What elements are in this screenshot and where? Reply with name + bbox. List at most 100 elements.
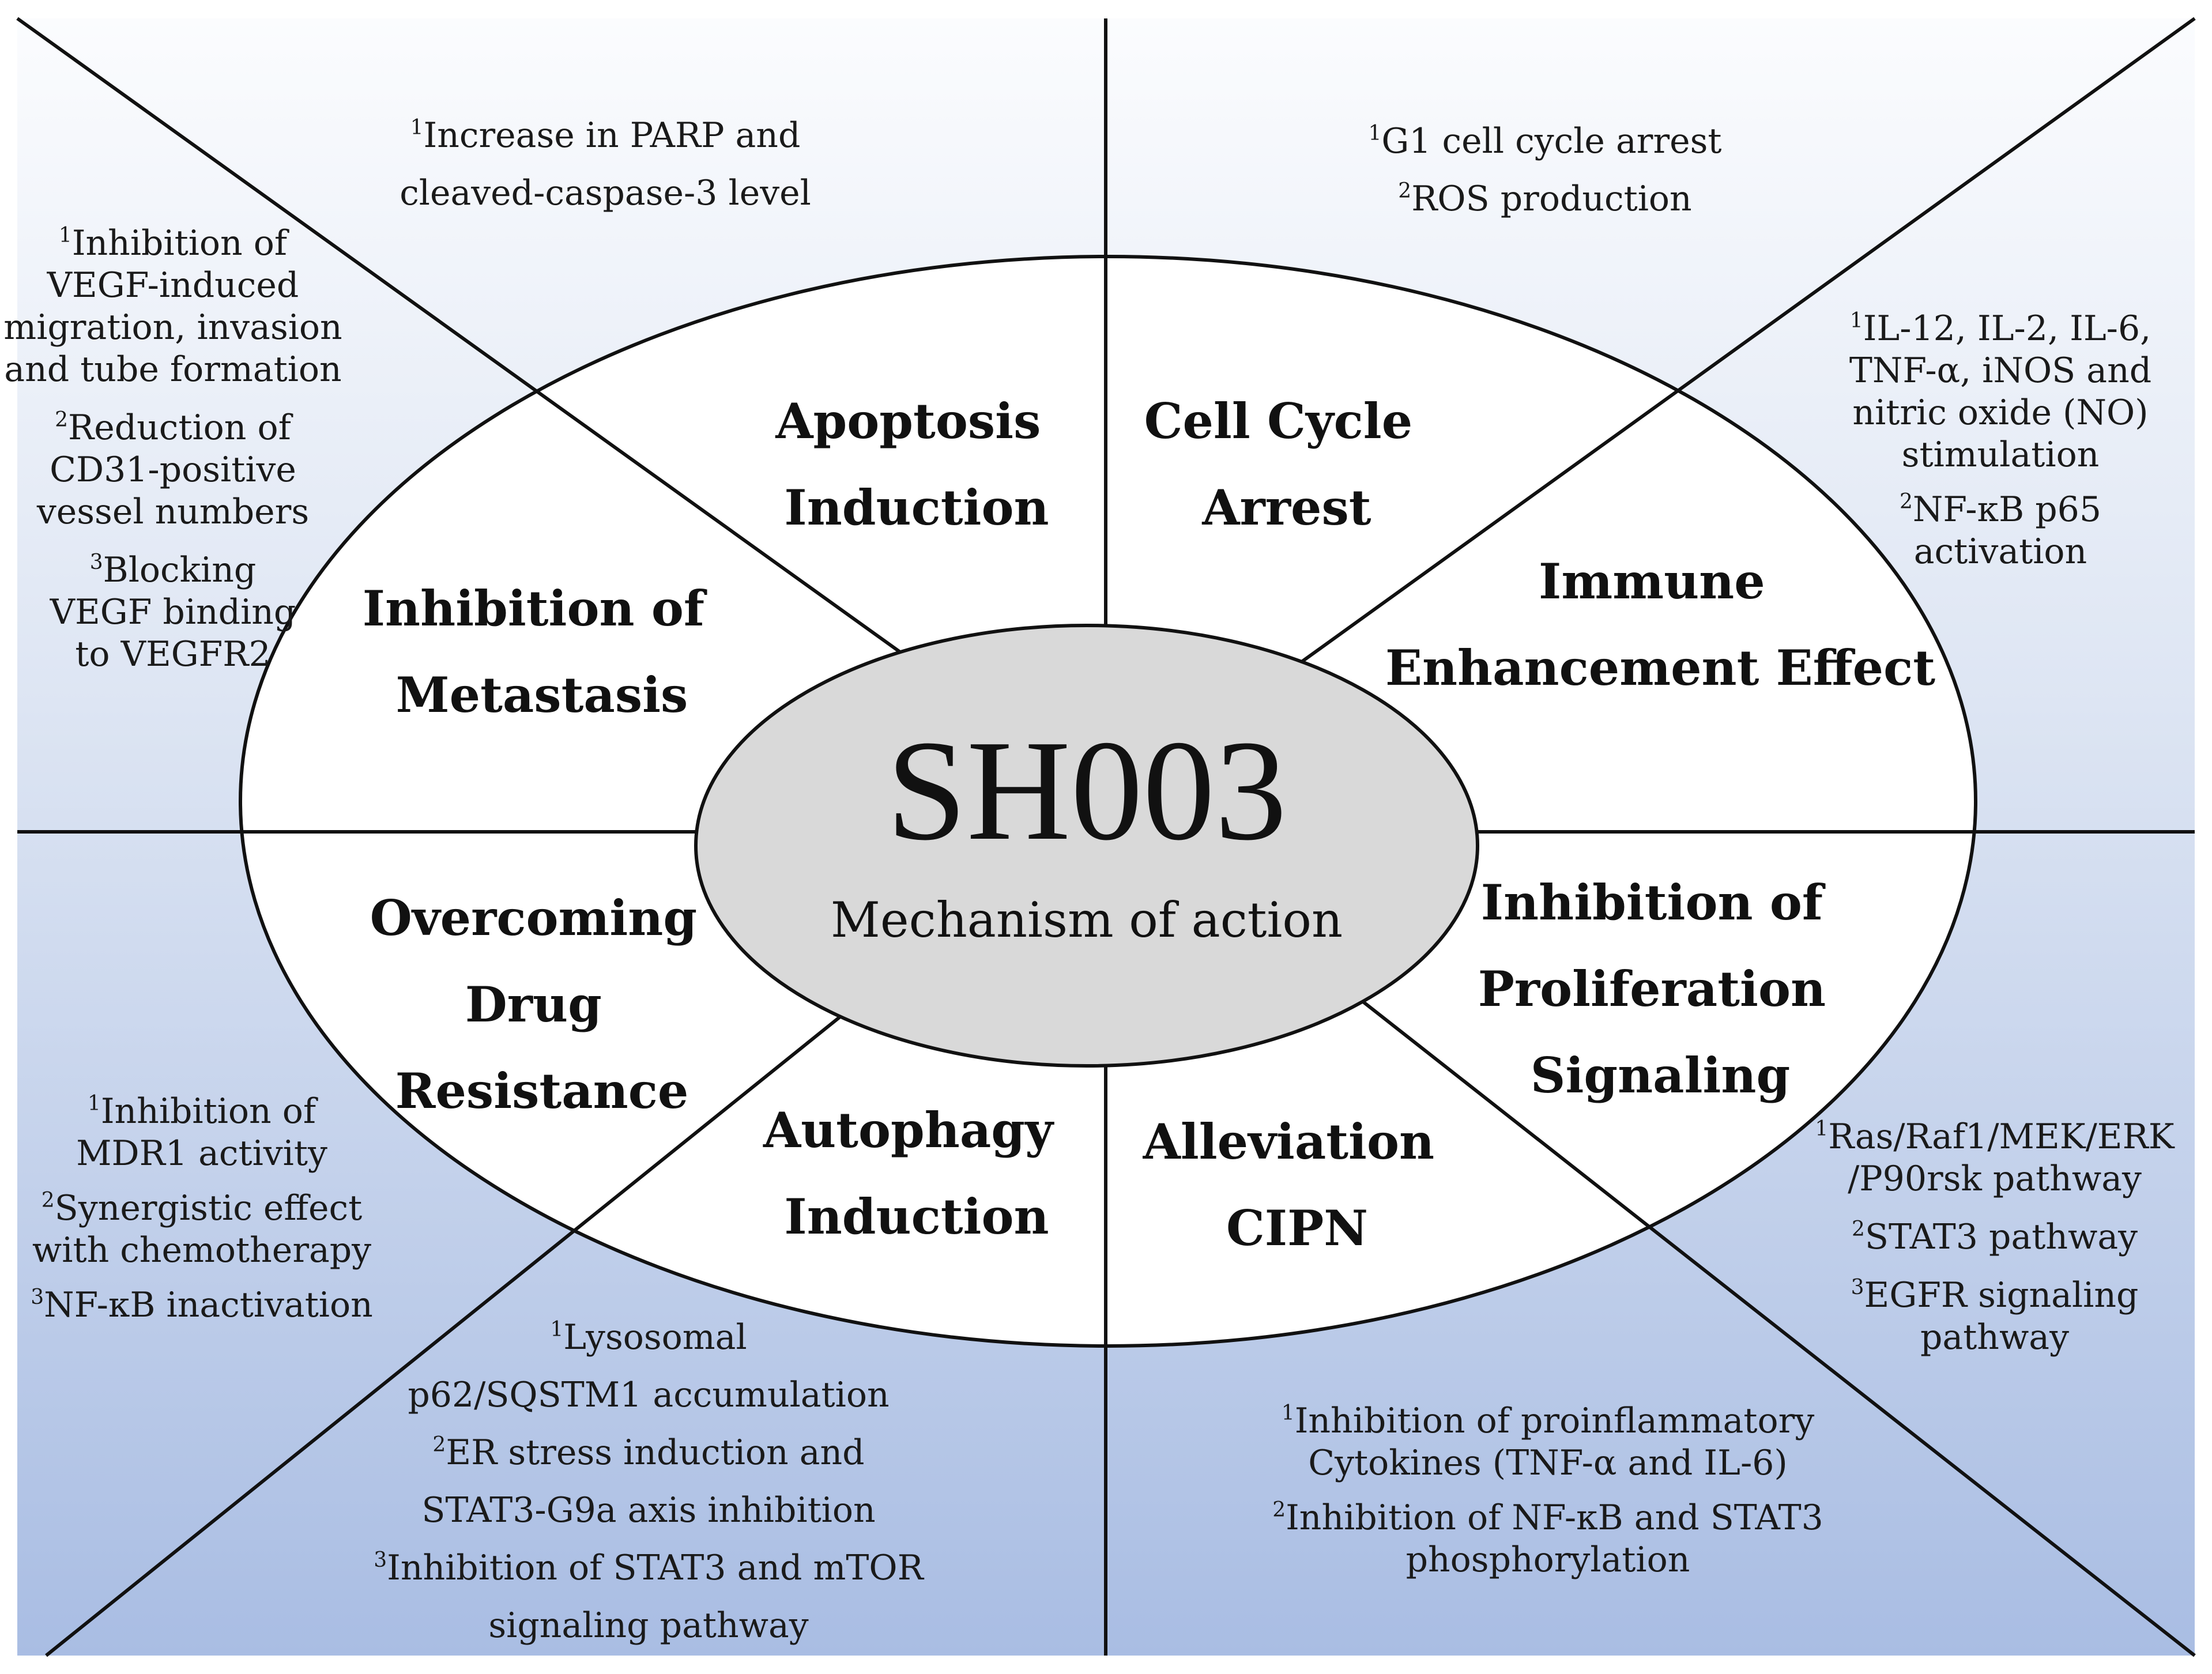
category-proliferation: Inhibition of Proliferation Signaling [1478,874,1843,1104]
note-text: Inhibition of proinflammatory [1295,1401,1815,1441]
note-text: ROS production [1411,179,1691,219]
category-cell-cycle: Cell Cycle Arrest [1144,393,1430,536]
note-line: 1G1 cell cycle arrest [1368,121,1721,161]
note-line: VEGF binding [50,592,296,632]
note-text: Inhibition of STAT3 and mTOR [387,1548,924,1588]
note-line: to VEGFR2 [75,634,270,674]
note-line: and tube formation [4,349,341,390]
note-line: /P90rsk pathway [1848,1159,2142,1199]
note-text: G1 cell cycle arrest [1381,121,1721,161]
category-drug-resistance: Overcoming Drug Resistance [370,889,714,1119]
note-line: 3NF-κB inactivation [31,1285,373,1325]
note-text: NF-κB p65 [1913,489,2101,530]
footnote-number: 1 [550,1318,563,1341]
note-text: EGFR signaling [1864,1275,2139,1315]
note-line: 2STAT3 pathway [1852,1217,2138,1257]
note-text: Reduction of [68,408,293,448]
note-line: 2Synergistic effect [42,1188,362,1228]
note-proliferation: 1Ras/Raf1/MEK/ERK/P90rsk pathway 2STAT3 p… [1815,1117,2175,1358]
note-line: 1Inhibition of [88,1091,318,1132]
note-text: Inhibition of [72,223,289,263]
note-text: Inhibition of [101,1091,318,1132]
note-line: nitric oxide (NO) [1852,393,2148,433]
note-line: 3Inhibition of STAT3 and mTOR [374,1548,924,1588]
footnote-number: 1 [1368,122,1381,145]
footnote-number: 2 [1900,490,1913,514]
note-line: CD31-positive [50,450,296,490]
footnote-number: 3 [1851,1276,1864,1299]
note-line: phosphorylation [1406,1540,1690,1580]
category-apoptosis: Apoptosis Induction [775,393,1057,536]
center-ellipse [694,624,1479,1068]
footnote-number: 1 [1850,309,1863,333]
note-line: p62/SQSTM1 accumulation [408,1375,889,1415]
note-line: 3Blocking [90,550,257,590]
footnote-number: 2 [1398,179,1411,203]
note-line: signaling pathway [488,1605,808,1646]
footnote-number: 1 [410,116,424,140]
category-cipn: Alleviation CIPN [1143,1113,1452,1257]
note-line: 1Inhibition of [59,223,289,263]
center-subtitle: Mechanism of action [831,892,1343,948]
note-text: Ras/Raf1/MEK/ERK [1828,1117,2175,1157]
note-line: 1IL-12, IL-2, IL-6, [1850,308,2151,349]
note-line: VEGF-induced [47,265,299,306]
footnote-number: 1 [59,224,72,247]
note-line: 2Reduction of [55,408,293,448]
note-cell-cycle: 1G1 cell cycle arrest 2ROS production [1368,121,1721,219]
note-line: Cytokines (TNF-α and IL-6) [1308,1443,1788,1483]
footnote-number: 2 [1852,1217,1865,1241]
note-line: 1Lysosomal [550,1317,747,1358]
note-text: Blocking [103,550,257,590]
note-line: 3EGFR signaling [1851,1275,2139,1315]
note-line: 1Inhibition of proinflammatory [1282,1401,1815,1441]
note-apoptosis: 1Increase in PARP and cleaved-caspase-3 l… [400,115,811,213]
note-line: 2ROS production [1398,179,1691,219]
note-text: NF-κB inactivation [44,1285,373,1325]
note-line: 1Ras/Raf1/MEK/ERK [1815,1117,2175,1157]
note-text: Synergistic effect [55,1188,363,1228]
note-line: 2Inhibition of NF-κB and STAT3 [1272,1498,1823,1538]
center-title: SH003 [887,711,1287,870]
footnote-number: 2 [42,1189,55,1212]
note-line: cleaved-caspase-3 level [400,173,811,213]
note-text: STAT3 pathway [1865,1217,2138,1257]
note-text: Increase in PARP and [424,115,801,156]
footnote-number: 1 [1815,1117,1828,1141]
note-line: 2NF-κB p65 [1900,489,2101,530]
footnote-number: 3 [374,1548,387,1572]
note-autophagy: 1Lysosomal p62/SQSTM1 accumulation 2ER str… [374,1317,924,1646]
footnote-number: 1 [88,1092,101,1115]
note-line: migration, invasion [3,307,342,348]
note-text: ER stress induction and [446,1432,864,1473]
footnote-number: 3 [31,1285,44,1309]
note-line: vessel numbers [36,492,309,532]
note-line: pathway [1920,1317,2069,1358]
note-line: 1Increase in PARP and [410,115,801,156]
note-text: Lysosomal [563,1317,747,1358]
note-line: MDR1 activity [76,1133,327,1174]
category-metastasis: Inhibition of Metastasis [363,580,721,723]
footnote-number: 3 [90,551,103,574]
note-line: activation [1914,531,2087,572]
category-labels: Apoptosis Induction Cell Cycle Arrest In… [363,393,1935,1257]
category-immune: Immune Enhancement Effect [1385,553,1935,696]
category-autophagy: Autophagy Induction [763,1102,1070,1245]
note-text: Inhibition of NF-κB and STAT3 [1286,1498,1823,1538]
note-text: IL-12, IL-2, IL-6, [1863,308,2151,349]
note-line: STAT3-G9a axis inhibition [421,1490,875,1530]
footnote-number: 1 [1282,1401,1295,1425]
note-line: with chemotherapy [32,1230,371,1270]
footnote-number: 2 [55,408,68,432]
note-line: TNF-α, iNOS and [1849,350,2151,391]
note-line: 2ER stress induction and [432,1432,864,1473]
note-line: stimulation [1902,435,2100,475]
footnote-number: 2 [1272,1498,1286,1522]
footnote-number: 2 [432,1433,446,1457]
